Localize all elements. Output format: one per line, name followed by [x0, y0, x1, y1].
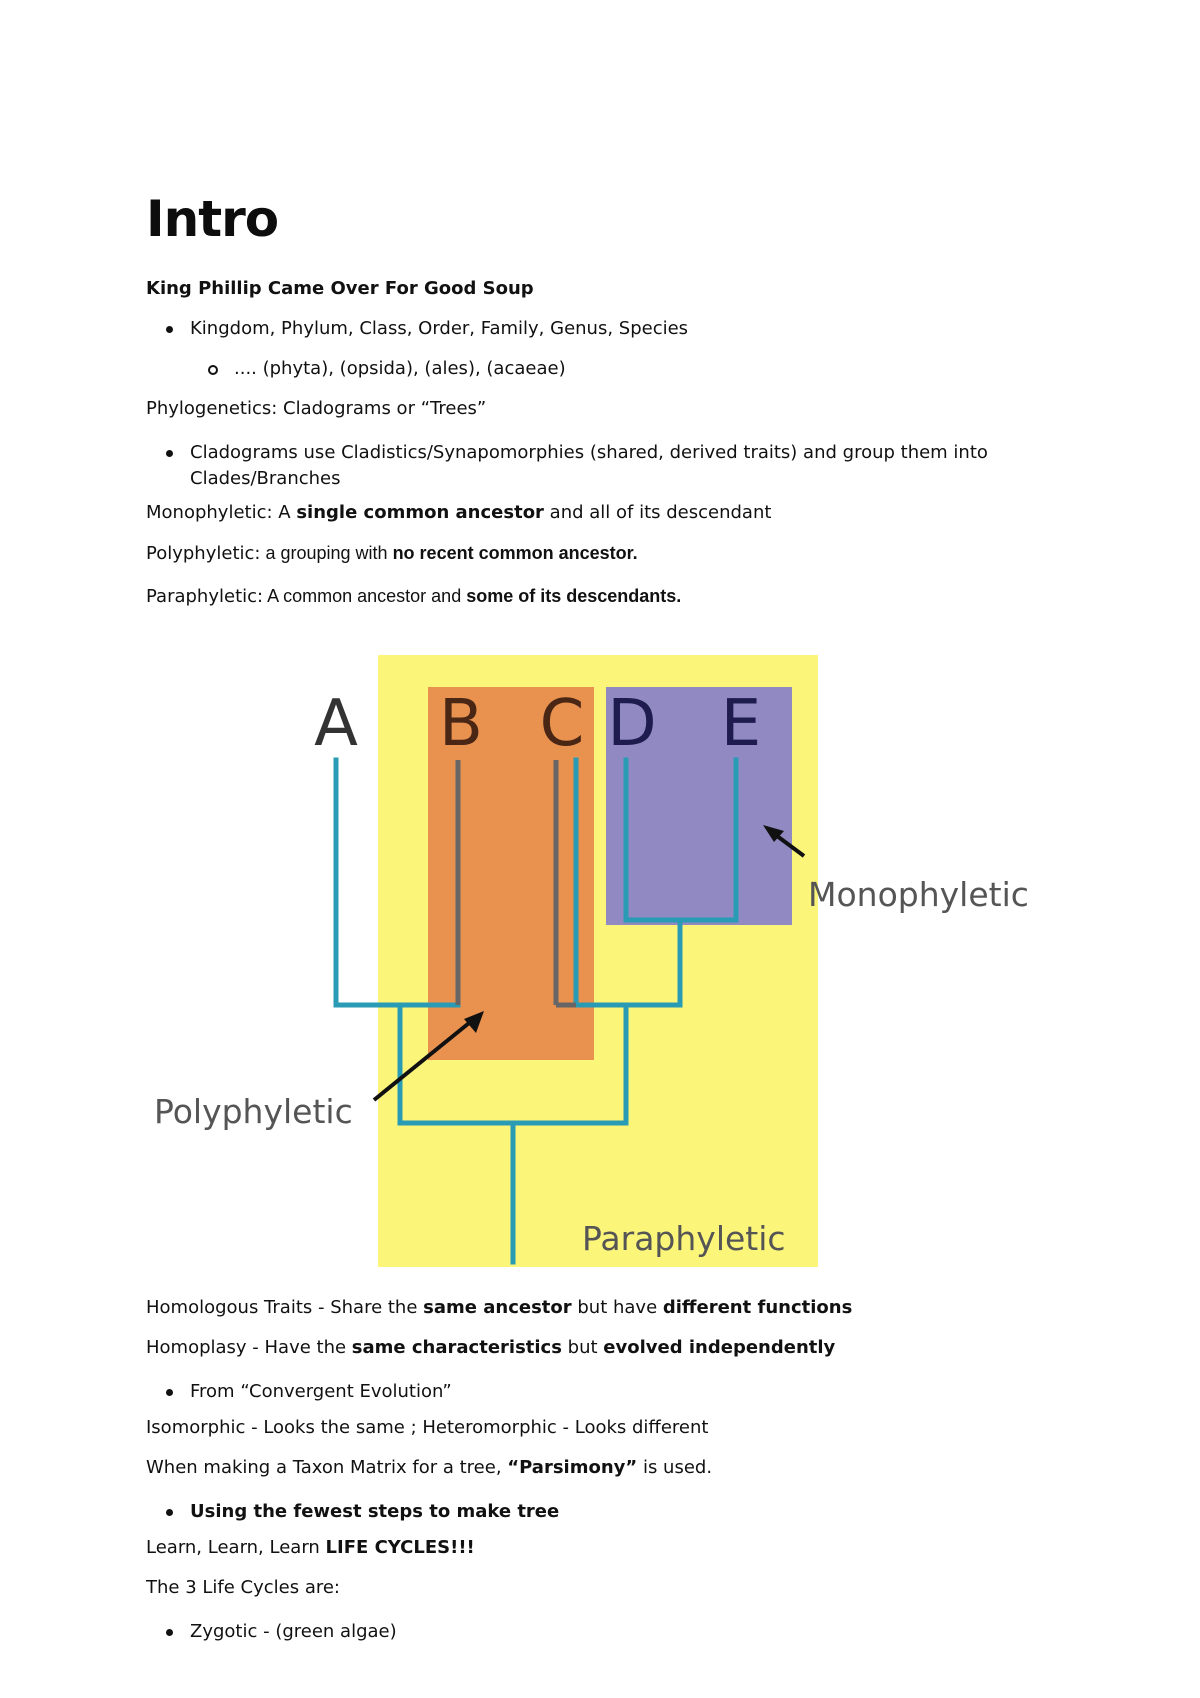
mono-label: Monophyletic:: [146, 502, 273, 523]
polyphyletic-definition: Polyphyletic: a grouping with no recent …: [146, 540, 1106, 567]
arrows: [372, 825, 806, 1102]
phylogenetics-heading: Phylogenetics: Cladograms or “Trees”: [146, 398, 487, 419]
taxon-post: is used.: [637, 1457, 713, 1478]
ranks-list: Kingdom, Phylum, Class, Order, Family, G…: [146, 316, 1106, 382]
paraphyletic-definition: Paraphyletic: A common ancestor and some…: [146, 583, 1106, 610]
taxon-c-label: C: [540, 687, 585, 761]
monophyletic-region: [606, 687, 792, 925]
learn-pre: Learn, Learn, Learn: [146, 1537, 326, 1558]
learn-text: Learn, Learn, Learn LIFE CYCLES!!!: [146, 1535, 1106, 1561]
taxon-labels: A B C D E: [314, 687, 761, 761]
cladogram-diagram: A B C D E Monophyletic Polyphyletic Para…: [154, 655, 1029, 1267]
homoplasy-bold-1: same characteristics: [351, 1337, 562, 1358]
taxon-e-label: E: [721, 687, 761, 761]
group-labels: Monophyletic Polyphyletic Paraphyletic: [154, 875, 1029, 1258]
parsimony-list: Using the fewest steps to make tree: [146, 1499, 1106, 1525]
monophyletic-label: Monophyletic: [808, 875, 1029, 914]
tree-branches: [333, 757, 739, 1265]
mono-bold: single common ancestor: [296, 502, 544, 523]
document-body: Intro King Phillip Came Over For Good So…: [146, 190, 1106, 610]
taxon-pre: When making a Taxon Matrix for a tree,: [146, 1457, 508, 1478]
life-cycles-heading: The 3 Life Cycles are:: [146, 1577, 341, 1598]
mono-post: and all of its descendant: [543, 502, 772, 523]
homologous-bold-1: same ancestor: [423, 1297, 572, 1318]
list-item-zygotic: Zygotic - (green algae): [146, 1619, 1106, 1645]
document-body-continued: Homologous Traits - Share the same ances…: [146, 1295, 1106, 1645]
list-item-ranks: Kingdom, Phylum, Class, Order, Family, G…: [146, 316, 1106, 342]
poly-label: Polyphyletic:: [146, 543, 261, 564]
list-item-cladograms: Cladograms use Cladistics/Synapomorphies…: [146, 440, 1106, 492]
poly-bold: no recent common ancestor.: [392, 543, 638, 563]
isomorphic-text: Isomorphic - Looks the same ; Heteromorp…: [146, 1417, 709, 1438]
poly-pre: a grouping with: [260, 543, 393, 563]
mono-pre: A: [272, 502, 297, 523]
life-cycles-list: Zygotic - (green algae): [146, 1619, 1106, 1645]
taxon-a-label: A: [314, 687, 358, 761]
taxon-matrix-text: When making a Taxon Matrix for a tree, “…: [146, 1455, 1106, 1481]
taxon-bold: “Parsimony”: [507, 1457, 638, 1478]
homoplasy-bold-2: evolved independently: [603, 1337, 836, 1358]
list-item-convergent: From “Convergent Evolution”: [146, 1379, 1106, 1405]
homologous-mid: but have: [571, 1297, 663, 1318]
homoplasy-pre: Homoplasy - Have the: [146, 1337, 352, 1358]
cladogram-list: Cladograms use Cladistics/Synapomorphies…: [146, 440, 1106, 492]
convergent-list: From “Convergent Evolution”: [146, 1379, 1106, 1405]
homologous-traits: Homologous Traits - Share the same ances…: [146, 1295, 1106, 1321]
taxon-b-label: B: [439, 687, 483, 761]
learn-bold: LIFE CYCLES!!!: [325, 1537, 475, 1558]
para-bold: some of its descendants.: [466, 586, 682, 606]
polyphyletic-label: Polyphyletic: [154, 1092, 353, 1131]
para-label: Paraphyletic:: [146, 586, 264, 607]
taxon-d-label: D: [607, 687, 656, 761]
paraphyletic-label: Paraphyletic: [582, 1219, 786, 1258]
list-item-suffixes: .... (phyta), (opsida), (ales), (acaeae): [146, 356, 1106, 382]
homoplasy-mid: but: [561, 1337, 604, 1358]
monophyletic-definition: Monophyletic: A single common ancestor a…: [146, 500, 1106, 526]
homologous-pre: Homologous Traits - Share the: [146, 1297, 424, 1318]
homologous-bold-2: different functions: [662, 1297, 853, 1318]
mnemonic-text: King Phillip Came Over For Good Soup: [146, 278, 534, 299]
inner-branches: [455, 760, 576, 1008]
page-title: Intro: [146, 190, 279, 248]
para-pre: A common ancestor and: [263, 586, 467, 606]
list-item-fewest-steps: Using the fewest steps to make tree: [146, 1499, 1106, 1525]
homoplasy: Homoplasy - Have the same characteristic…: [146, 1335, 1106, 1361]
